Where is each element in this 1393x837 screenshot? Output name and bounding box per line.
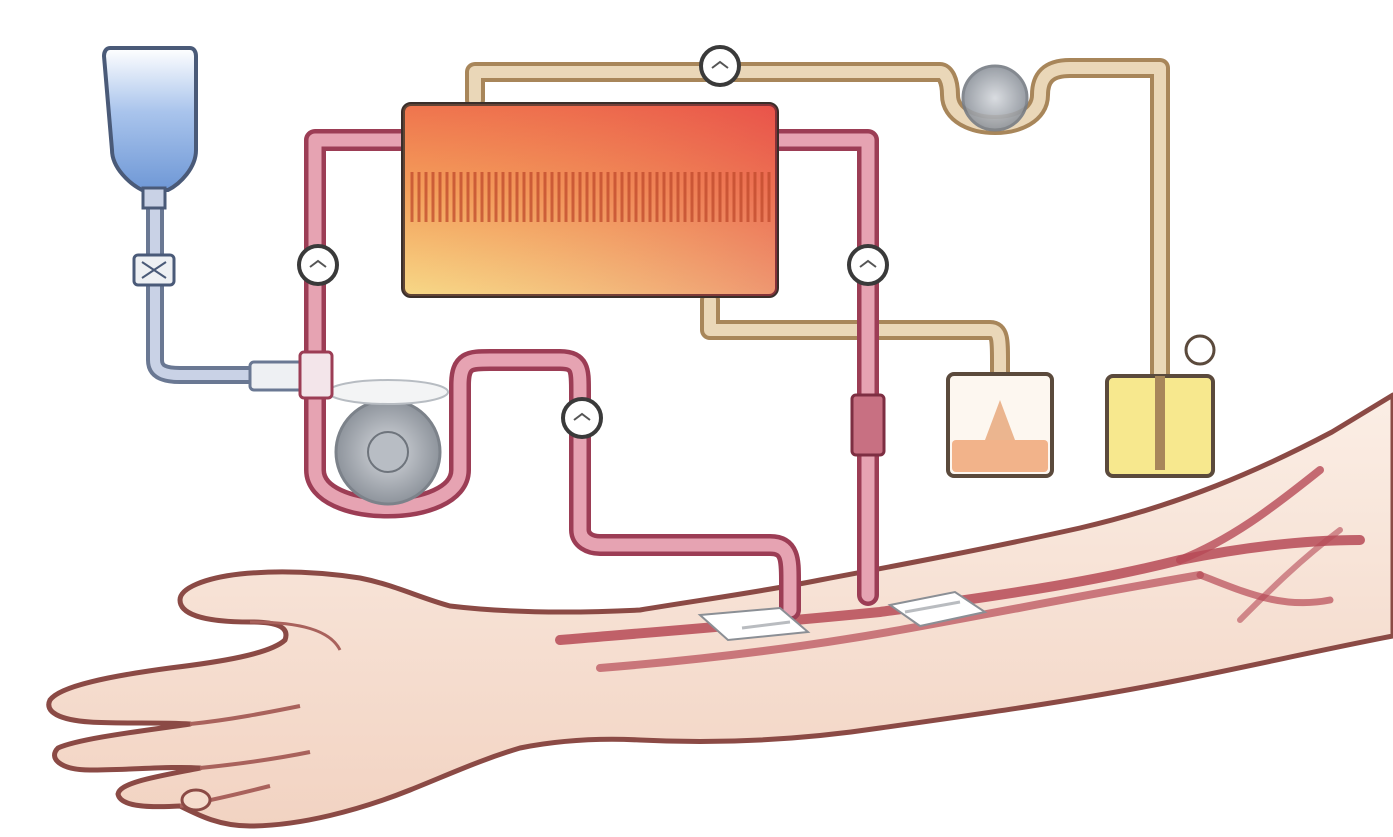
- arm-icon: [46, 392, 1393, 829]
- venous-needle-tape: [887, 590, 988, 628]
- gauge-icon: [847, 244, 889, 286]
- arterial-needle-tape: [697, 606, 811, 642]
- gauge-icon: [561, 397, 603, 439]
- gauge-icon: [699, 45, 741, 87]
- fresh-dialysate-container: [1105, 334, 1216, 478]
- iv-bag-icon: [101, 46, 198, 287]
- venous-clamp: [850, 393, 886, 457]
- dialysate-pump: [961, 64, 1029, 132]
- dialyzer-icon: [401, 102, 779, 298]
- blood-pump: [327, 379, 449, 506]
- used-dialysate-container: [946, 372, 1054, 478]
- gauge-icon: [297, 244, 339, 286]
